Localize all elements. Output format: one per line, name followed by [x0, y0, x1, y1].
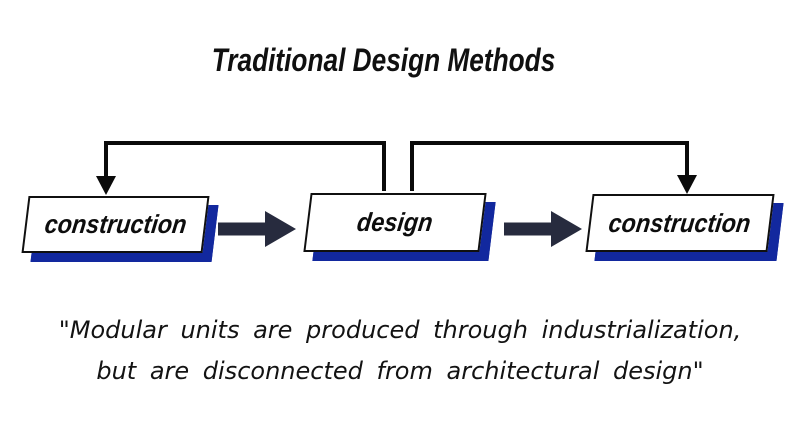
quote-line-2: but are disconnected from architectural … — [96, 357, 704, 385]
page-title-text: Traditional Design Methods — [211, 42, 555, 78]
down-arrowhead-left-icon — [96, 176, 116, 195]
page-title: Traditional Design Methods — [0, 42, 766, 79]
quote-line-1: "Modular units are produced through indu… — [58, 316, 742, 344]
connector-design-to-left-construction — [104, 141, 386, 191]
flow-box-construction-1: construction — [21, 196, 219, 262]
box-face: design — [303, 193, 487, 252]
right-arrow-icon-1 — [218, 211, 296, 247]
connector-design-to-right-construction — [410, 141, 689, 191]
flow-box-design: design — [303, 193, 496, 261]
flow-box-construction-2-label: construction — [607, 207, 753, 238]
box-face: construction — [21, 196, 210, 253]
flow-box-construction-1-label: construction — [42, 209, 189, 239]
right-arrow-icon-2 — [504, 211, 582, 247]
down-arrowhead-right-icon — [677, 175, 697, 194]
flow-box-design-label: design — [355, 207, 435, 237]
box-face: construction — [585, 194, 775, 252]
flow-box-construction-2: construction — [585, 194, 784, 261]
